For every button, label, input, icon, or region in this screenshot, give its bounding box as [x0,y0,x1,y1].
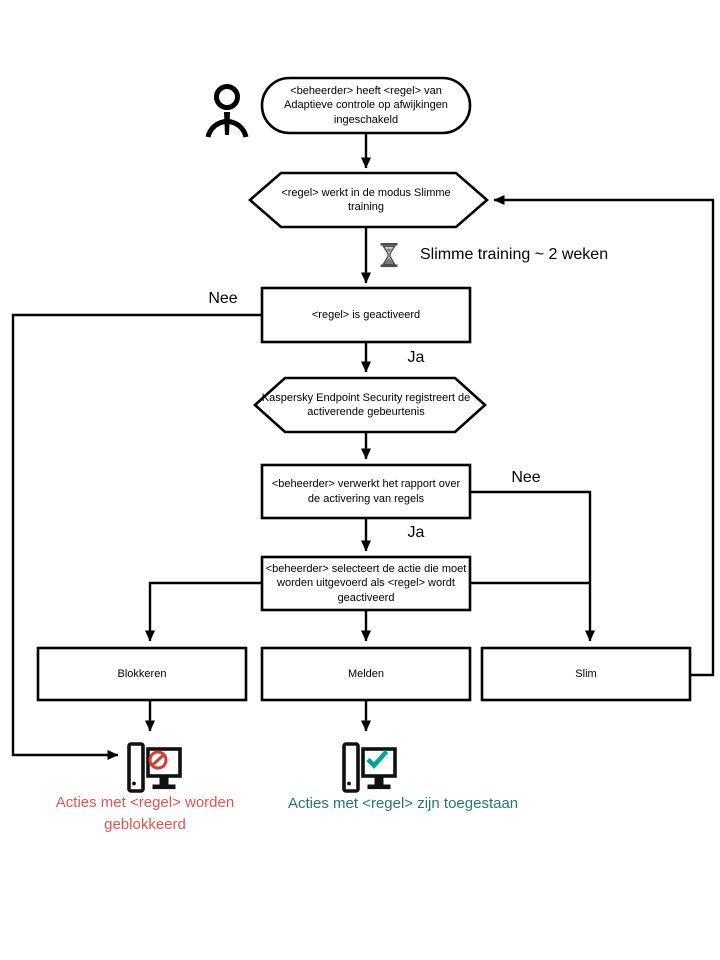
connector-slim-feedback-loop [493,195,715,677]
node-report-label: <beheerder> verwerkt het rapport over de… [271,478,461,505]
connector-group [11,133,715,760]
node-notify-label: Melden [347,667,385,680]
node-mode-shape [248,171,489,229]
node-notify-shape [260,646,472,702]
label-ja-top: Ja [407,349,425,366]
node-smart-shape [480,646,692,702]
node-registers-label: Kaspersky Endpoint Security registreert … [261,391,471,418]
computer-allowed-icon [342,742,397,793]
hourglass-icon [380,243,398,268]
connector-select-to-block [145,581,262,642]
label-training-note: Slimme training ~ 2 weken [420,246,609,263]
node-triggered-label: <regel> is geactiveerd [311,308,421,321]
result-blocked-label: Acties met <regel> worden geblokkeerd [55,794,235,833]
label-nee-right: Nee [511,469,541,486]
connector-nee-right-to-slim [470,490,595,642]
connector-nee-left-loop [11,313,262,760]
node-select-shape [260,555,472,612]
computer-blocked-icon [127,742,182,793]
node-registers-shape [253,376,487,434]
node-select-label: <beheerder> selecteert de actie die moet… [265,563,467,604]
node-smart-label: Slim [575,667,597,680]
person-icon [205,84,249,138]
label-nee-left: Nee [208,290,238,307]
node-mode-label: <regel> werkt in de modus Slimme trainin… [281,186,451,213]
node-report-shape [260,463,472,520]
result-allowed-label: Acties met <regel> zijn toegestaan [288,795,519,812]
node-triggered-shape [260,286,472,344]
checkmark-icon [366,749,389,769]
node-block-shape [36,646,248,702]
node-shapes [36,76,692,702]
node-block-label: Blokkeren [117,667,167,680]
prohibition-icon [148,750,168,770]
node-start-label: <beheerder> heeft <regel> van Adaptieve … [284,85,448,126]
label-ja-bottom: Ja [407,524,425,541]
node-start-shape [260,76,472,135]
